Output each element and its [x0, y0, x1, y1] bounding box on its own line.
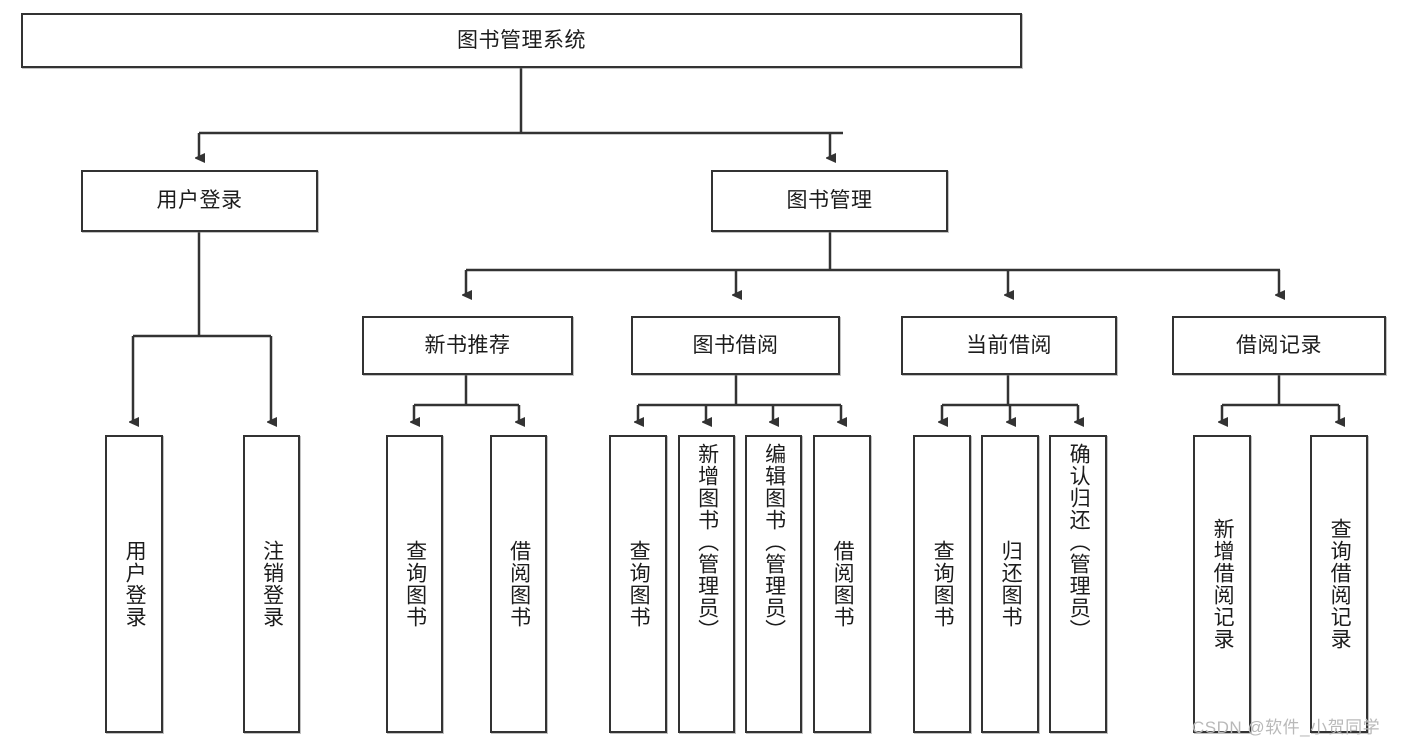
node-label: 图书管理: [786, 189, 873, 213]
node-label: 用户登录: [123, 540, 147, 628]
node-book-borrow[interactable]: 图书借阅: [631, 316, 840, 375]
node-label: 查询图书: [931, 540, 955, 628]
node-label: 查询图书: [403, 540, 427, 628]
node-new-book-recommend[interactable]: 新书推荐: [362, 316, 573, 375]
csdn-watermark: CSDN @软件_小贺同学: [1192, 718, 1381, 737]
leaf-current-query-book[interactable]: 查询图书: [913, 435, 971, 733]
node-borrow-record[interactable]: 借阅记录: [1172, 316, 1386, 375]
leaf-borrow-add-book-admin[interactable]: 新增图书（管理员）: [678, 435, 735, 733]
node-label: 注销登录: [260, 540, 284, 628]
leaf-recommend-query-book[interactable]: 查询图书: [386, 435, 443, 733]
leaf-record-add-borrow-record[interactable]: 新增借阅记录: [1193, 435, 1251, 733]
leaf-user-logout[interactable]: 注销登录: [243, 435, 300, 733]
node-label: 当前借阅: [966, 333, 1052, 357]
leaf-borrow-edit-book-admin[interactable]: 编辑图书（管理员）: [745, 435, 802, 733]
leaf-borrow-query-book[interactable]: 查询图书: [609, 435, 667, 733]
node-root-system[interactable]: 图书管理系统: [21, 13, 1022, 68]
node-current-borrow[interactable]: 当前借阅: [901, 316, 1117, 375]
node-label: 借阅记录: [1236, 333, 1322, 357]
leaf-current-confirm-return-admin[interactable]: 确认归还（管理员）: [1049, 435, 1107, 733]
node-label: 归还图书: [999, 540, 1023, 628]
node-label: 查询借阅记录: [1328, 518, 1352, 650]
node-label: 图书借阅: [692, 333, 779, 357]
node-label: 编辑图书（管理员）: [762, 443, 786, 641]
leaf-borrow-borrow-book[interactable]: 借阅图书: [813, 435, 871, 733]
leaf-user-login[interactable]: 用户登录: [105, 435, 163, 733]
node-label: 借阅图书: [831, 540, 855, 628]
node-label: 查询图书: [627, 540, 651, 628]
node-user-login[interactable]: 用户登录: [81, 170, 318, 232]
node-label: 借阅图书: [507, 540, 531, 628]
node-label: 新增图书（管理员）: [695, 443, 719, 641]
node-label: 确认归还（管理员）: [1067, 443, 1091, 641]
leaf-current-return-book[interactable]: 归还图书: [981, 435, 1039, 733]
node-label: 新增借阅记录: [1211, 518, 1235, 650]
leaf-recommend-borrow-book[interactable]: 借阅图书: [490, 435, 547, 733]
node-label: 用户登录: [156, 189, 243, 213]
node-label: 新书推荐: [424, 333, 511, 357]
leaf-record-query-borrow-record[interactable]: 查询借阅记录: [1310, 435, 1368, 733]
node-book-management[interactable]: 图书管理: [711, 170, 948, 232]
node-label: 图书管理系统: [457, 28, 586, 52]
